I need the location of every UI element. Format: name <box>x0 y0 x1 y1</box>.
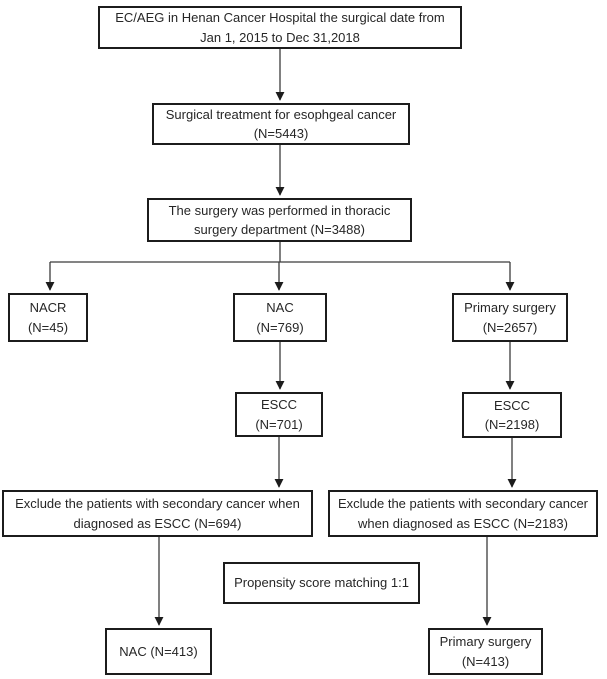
node-nacr-count: (N=45) <box>27 319 69 335</box>
node-surgical-count: (N=5443) <box>253 126 309 141</box>
node-escc-nac-label: ESCC <box>260 397 298 412</box>
node-primary-label: Primary surgery <box>464 300 556 315</box>
node-exclude-primary-text: Exclude the patients with secondary canc… <box>337 496 589 531</box>
node-primary-surgery: Primary surgery (N=2657) <box>452 293 568 342</box>
node-escc-primary-label: ESCC <box>493 397 531 413</box>
node-eligibility-text: EC/AEG in Henan Cancer Hospital the surg… <box>115 10 445 45</box>
node-escc-primary: ESCC (N=2198) <box>462 392 562 438</box>
node-nacr: NACR (N=45) <box>8 293 88 342</box>
node-primary-final-count: (N=413) <box>461 653 510 669</box>
node-nacr-label: NACR <box>29 300 67 315</box>
node-thoracic-department: The surgery was performed in thoracic su… <box>147 198 412 242</box>
node-nac: NAC (N=769) <box>233 293 327 342</box>
node-nac-final-text: NAC (N=413) <box>119 643 198 659</box>
node-thoracic-text: The surgery was performed in thoracic su… <box>168 202 391 238</box>
node-exclude-nac-text: Exclude the patients with secondary canc… <box>15 496 300 531</box>
split-connector <box>50 242 510 263</box>
node-primary-final-label: Primary surgery <box>439 634 532 649</box>
node-psm-text: Propensity score matching 1:1 <box>234 575 409 591</box>
node-eligibility: EC/AEG in Henan Cancer Hospital the surg… <box>98 6 462 49</box>
node-nac-label: NAC <box>266 300 294 315</box>
node-escc-nac-count: (N=701) <box>255 416 303 432</box>
node-propensity-score-matching: Propensity score matching 1:1 <box>223 562 420 604</box>
node-primary-surgery-final: Primary surgery (N=413) <box>428 628 543 675</box>
node-primary-count: (N=2657) <box>482 319 538 335</box>
node-escc-nac: ESCC (N=701) <box>235 392 323 437</box>
node-surgical-label: Surgical treatment for esophgeal cancer <box>165 106 397 122</box>
node-surgical-treatment: Surgical treatment for esophgeal cancer … <box>152 103 410 145</box>
node-nac-count: (N=769) <box>256 319 304 335</box>
node-escc-primary-count: (N=2198) <box>484 417 540 432</box>
node-nac-final: NAC (N=413) <box>105 628 212 675</box>
node-exclude-secondary-cancer-primary: Exclude the patients with secondary canc… <box>328 490 598 537</box>
node-exclude-secondary-cancer-nac: Exclude the patients with secondary canc… <box>2 490 313 537</box>
